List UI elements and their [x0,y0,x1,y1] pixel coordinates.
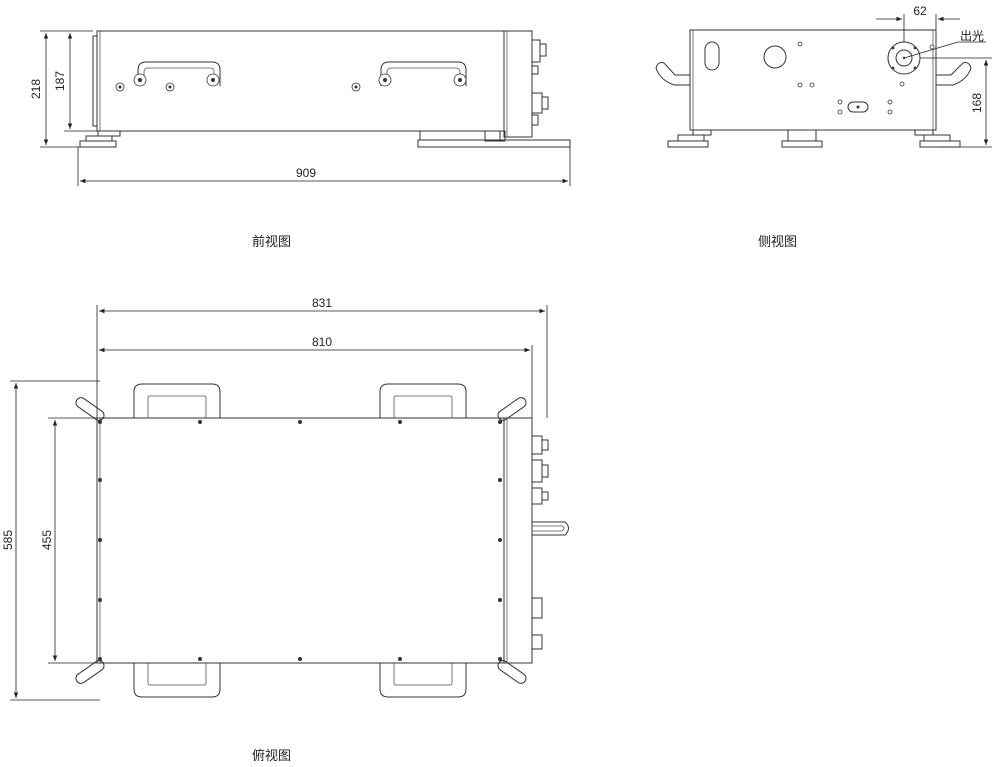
side-dimensions [876,14,992,148]
top-body-outline [96,417,505,664]
front-body-outline [96,30,505,132]
top-view-caption: 俯视图 [252,749,292,764]
top-view: 831 810 585 455 [1,296,569,701]
side-view-caption: 侧视图 [758,235,798,250]
side-slot [704,41,720,71]
top-dimensions [10,305,548,701]
front-right-cap [503,30,533,138]
front-handle-left [133,61,221,87]
front-dim-909: 909 [296,166,316,180]
side-body-outline [689,29,937,131]
front-feet [79,130,571,148]
beam-exit-label: 出光 [960,29,984,43]
top-screws [98,420,502,661]
side-dim-168: 168 [970,93,984,113]
top-handle-lower-right [379,663,467,698]
side-dim-62: 62 [913,4,927,18]
side-oval-port [847,101,869,113]
front-handle-right [378,61,467,87]
side-view: 62 168 出光 [655,4,992,148]
top-dim-585: 585 [1,530,15,550]
top-corner-handles [75,397,527,684]
side-handle-left [655,62,690,86]
front-view-caption: 前视图 [252,235,292,250]
top-dim-455: 455 [40,530,54,550]
top-handle-lower-left [133,663,221,698]
side-handle-right [936,62,972,86]
top-handle-upper-right [379,383,467,418]
front-dim-218: 218 [29,79,43,99]
top-connectors [531,435,549,650]
top-side-handle [532,521,569,536]
front-left-flange [92,35,98,127]
top-right-cap [503,417,533,664]
front-view: 218 187 909 [29,30,571,186]
side-round-port [763,45,787,69]
side-feet [667,129,961,148]
top-dim-831: 831 [312,296,332,310]
front-dimensions [40,30,571,186]
front-dim-187: 187 [53,71,67,91]
top-dim-810: 810 [312,335,332,349]
front-connectors [531,39,549,126]
top-handle-upper-left [133,383,221,418]
